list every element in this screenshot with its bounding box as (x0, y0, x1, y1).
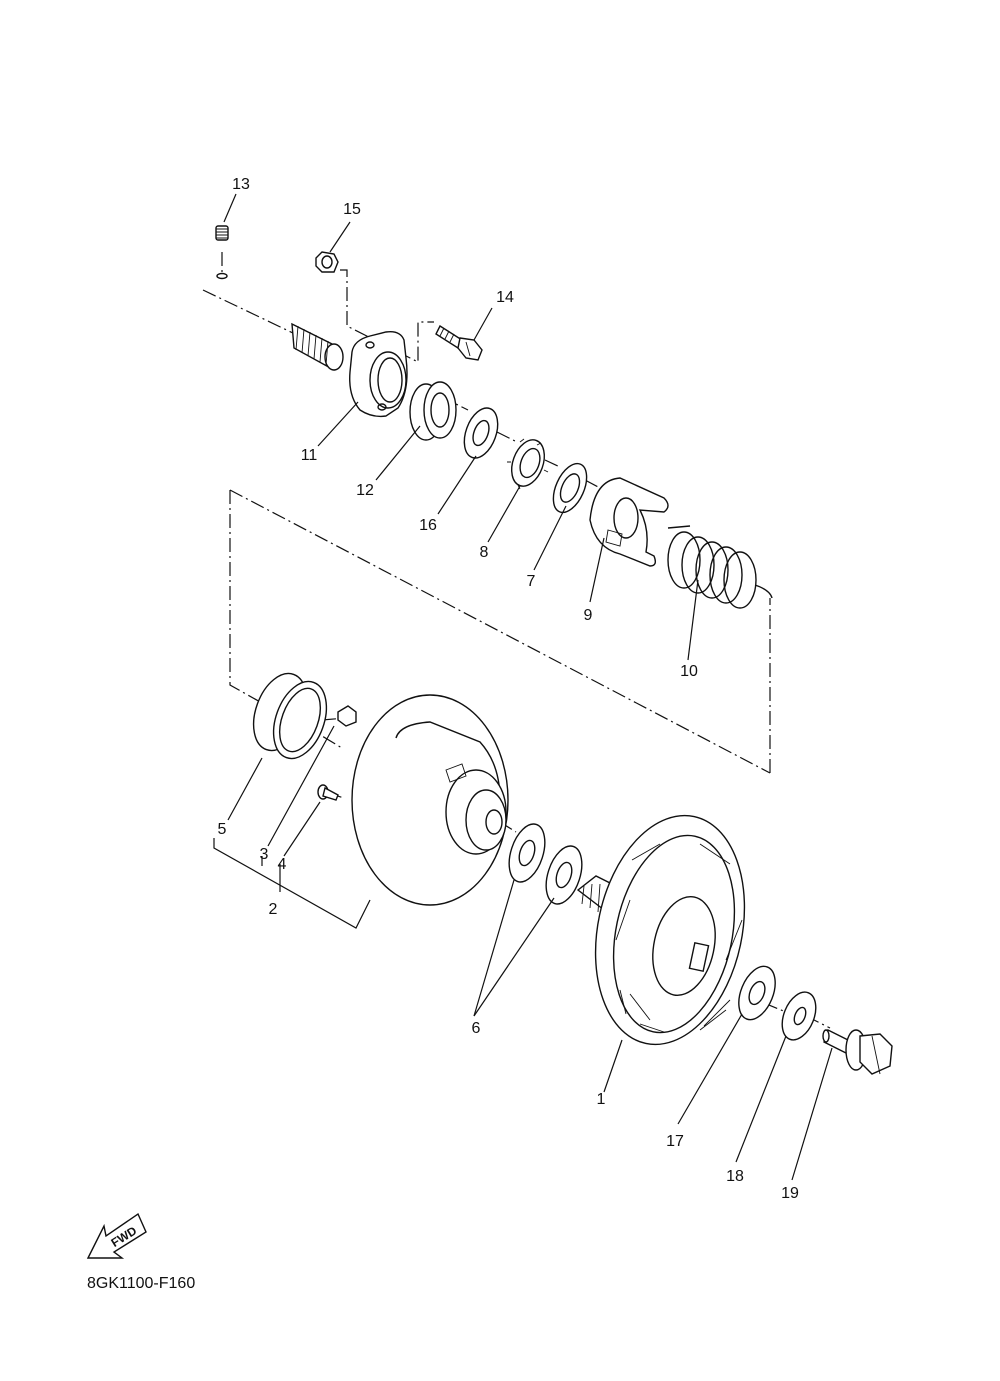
diagram-code: 8GK1100-F160 (87, 1275, 195, 1292)
callout-10: 10 (680, 663, 698, 680)
callout-9: 9 (584, 607, 593, 624)
part-5-ring (252, 672, 328, 760)
callout-1: 1 (597, 1091, 606, 1108)
callout-14: 14 (496, 289, 514, 306)
driven-shaft (291, 322, 344, 371)
leader-lines (213, 193, 833, 1181)
part-11-bearing-housing (349, 330, 408, 418)
part-9-cam (589, 477, 669, 567)
callout-5: 5 (218, 821, 227, 838)
callout-8: 8 (480, 544, 489, 561)
callout-4: 4 (278, 856, 287, 873)
part-10-spring (667, 525, 773, 609)
callout-17: 17 (666, 1133, 684, 1150)
callout-18: 18 (726, 1168, 744, 1185)
callout-12: 12 (356, 482, 374, 499)
part-12-bearing (409, 381, 457, 441)
callout-7: 7 (527, 573, 536, 590)
part-4-screw (317, 784, 339, 801)
part-8-nut (507, 438, 549, 490)
part-16-washer (463, 407, 499, 459)
callout-6: 6 (472, 1020, 481, 1037)
fwd-arrow-icon: FWD (86, 1212, 147, 1259)
part-3-screw (337, 705, 357, 727)
callout-19: 19 (781, 1185, 799, 1202)
part-1-fixed-sheave (576, 814, 746, 1046)
part-2-sheave (351, 694, 509, 906)
part-17-washer (738, 965, 776, 1021)
part-19-bolt (822, 1029, 893, 1075)
part-15-nut (315, 251, 339, 273)
part-7-lock-washer (552, 462, 588, 514)
callout-15: 15 (343, 201, 361, 218)
callout-13: 13 (232, 176, 250, 193)
part-14-bolt (435, 324, 483, 361)
part-6-washers (508, 823, 583, 905)
part-13-set-screw (215, 225, 229, 280)
callout-labels: 13 15 14 11 12 16 8 7 9 10 5 3 4 2 6 1 1… (218, 176, 799, 1202)
callout-16: 16 (419, 517, 437, 534)
callout-3: 3 (260, 846, 269, 863)
part-18-washer (781, 991, 817, 1041)
callout-11: 11 (301, 447, 318, 464)
callout-2: 2 (269, 901, 278, 918)
